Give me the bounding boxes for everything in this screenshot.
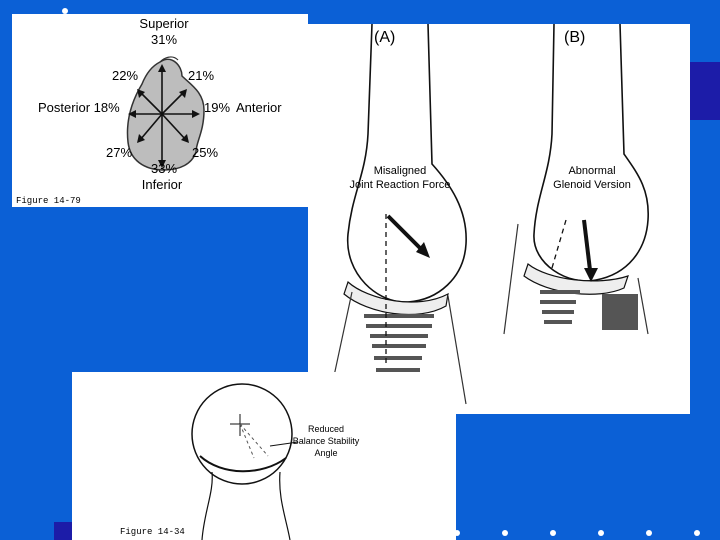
slide-dark-block-right	[690, 62, 720, 120]
force-arrow-a	[388, 216, 422, 250]
slide-bullet-6	[694, 530, 700, 536]
a-text-line2: Joint Reaction Force	[350, 179, 451, 191]
joint-figure: (A) Misaligned Joint Reaction Force (B) …	[308, 24, 690, 414]
bone-texture-a	[364, 314, 434, 372]
balance-caption: Figure 14-34	[120, 527, 185, 537]
balance-figure-panel: Reduced Balance Stability Angle Figure 1…	[72, 372, 456, 540]
slide-bullet-5	[646, 530, 652, 536]
glenoid-surface	[200, 456, 286, 471]
anterior-label: Anterior	[236, 100, 282, 115]
glenoid-figure: Superior 31% 22% 21% Posterior 18% 19% A…	[12, 14, 308, 207]
stability-line-2	[240, 424, 268, 456]
humeral-shaft-a	[348, 24, 466, 302]
lower-right-percent: 25%	[192, 145, 218, 160]
superior-label: Superior	[139, 16, 189, 31]
slide-bullet-3	[550, 530, 556, 536]
a-text-line1: Misaligned	[374, 165, 427, 177]
inferior-label: Inferior	[142, 177, 183, 192]
balance-label-line1: Reduced	[308, 424, 344, 434]
bone-texture-b	[540, 290, 638, 330]
lower-left-percent: 27%	[106, 145, 132, 160]
humeral-head	[192, 384, 292, 484]
balance-figure: Reduced Balance Stability Angle Figure 1…	[72, 372, 456, 540]
dashed-axis-b	[552, 220, 566, 268]
glenoid-cup-a	[344, 282, 448, 315]
upper-right-percent: 21%	[188, 68, 214, 83]
glenoid-figure-panel: Superior 31% 22% 21% Posterior 18% 19% A…	[12, 14, 308, 207]
label-a: (A)	[374, 29, 395, 46]
stability-line-1	[240, 424, 254, 458]
upper-left-percent: 22%	[112, 68, 138, 83]
slide-bullet-4	[598, 530, 604, 536]
b-text-line1: Abnormal	[568, 165, 615, 177]
force-arrow-b	[584, 220, 590, 270]
slide-bullet-1	[454, 530, 460, 536]
superior-percent: 31%	[151, 32, 177, 47]
anterior-percent: 19%	[204, 100, 230, 115]
posterior-label: Posterior 18%	[38, 100, 120, 115]
label-b: (B)	[564, 29, 585, 46]
joint-figure-panel: (A) Misaligned Joint Reaction Force (B) …	[308, 24, 690, 414]
glenoid-caption: Figure 14-79	[16, 196, 81, 206]
slide-bullet-2	[502, 530, 508, 536]
slide-dark-block-bottom	[54, 522, 72, 540]
b-text-line2: Glenoid Version	[553, 179, 631, 191]
balance-label-line3: Angle	[314, 448, 337, 458]
balance-label-line2: Balance Stability	[293, 436, 360, 446]
humeral-shaft-b	[534, 24, 648, 281]
glenoid-cup-b	[524, 264, 628, 294]
scapula-neck	[202, 472, 290, 540]
inferior-percent: 33%	[151, 161, 177, 176]
